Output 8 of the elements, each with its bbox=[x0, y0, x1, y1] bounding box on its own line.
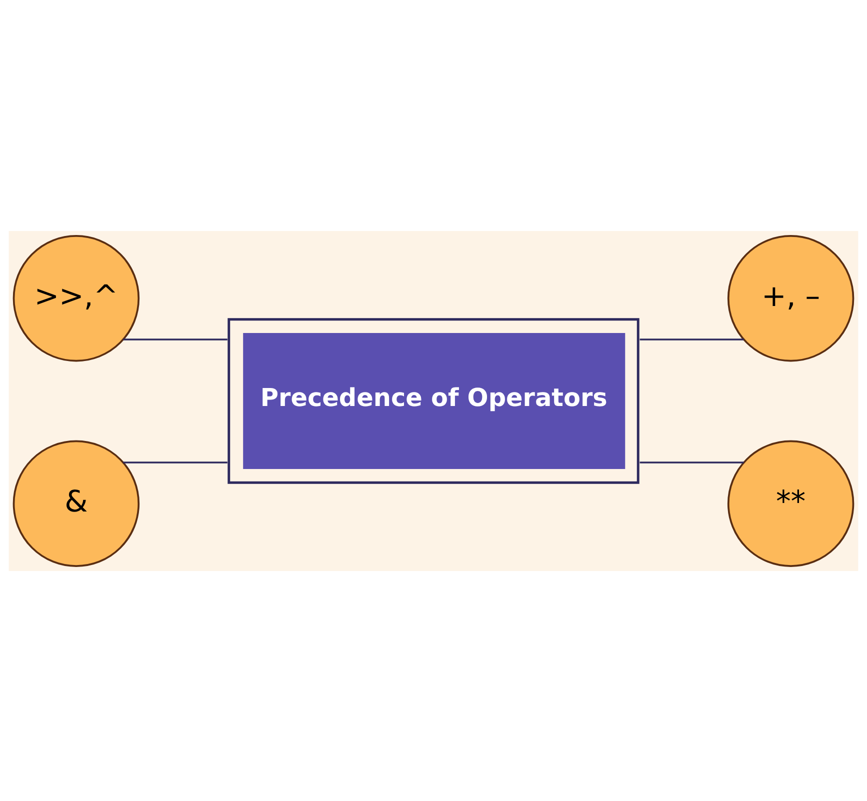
connector bbox=[123, 338, 228, 340]
node-circle: ** bbox=[727, 440, 854, 566]
node-circle: +, – bbox=[727, 234, 854, 362]
node-circle: >>,^ bbox=[12, 234, 140, 362]
connector bbox=[123, 461, 228, 463]
connector bbox=[640, 338, 744, 340]
node-circle: & bbox=[12, 440, 140, 566]
connector bbox=[640, 461, 744, 463]
